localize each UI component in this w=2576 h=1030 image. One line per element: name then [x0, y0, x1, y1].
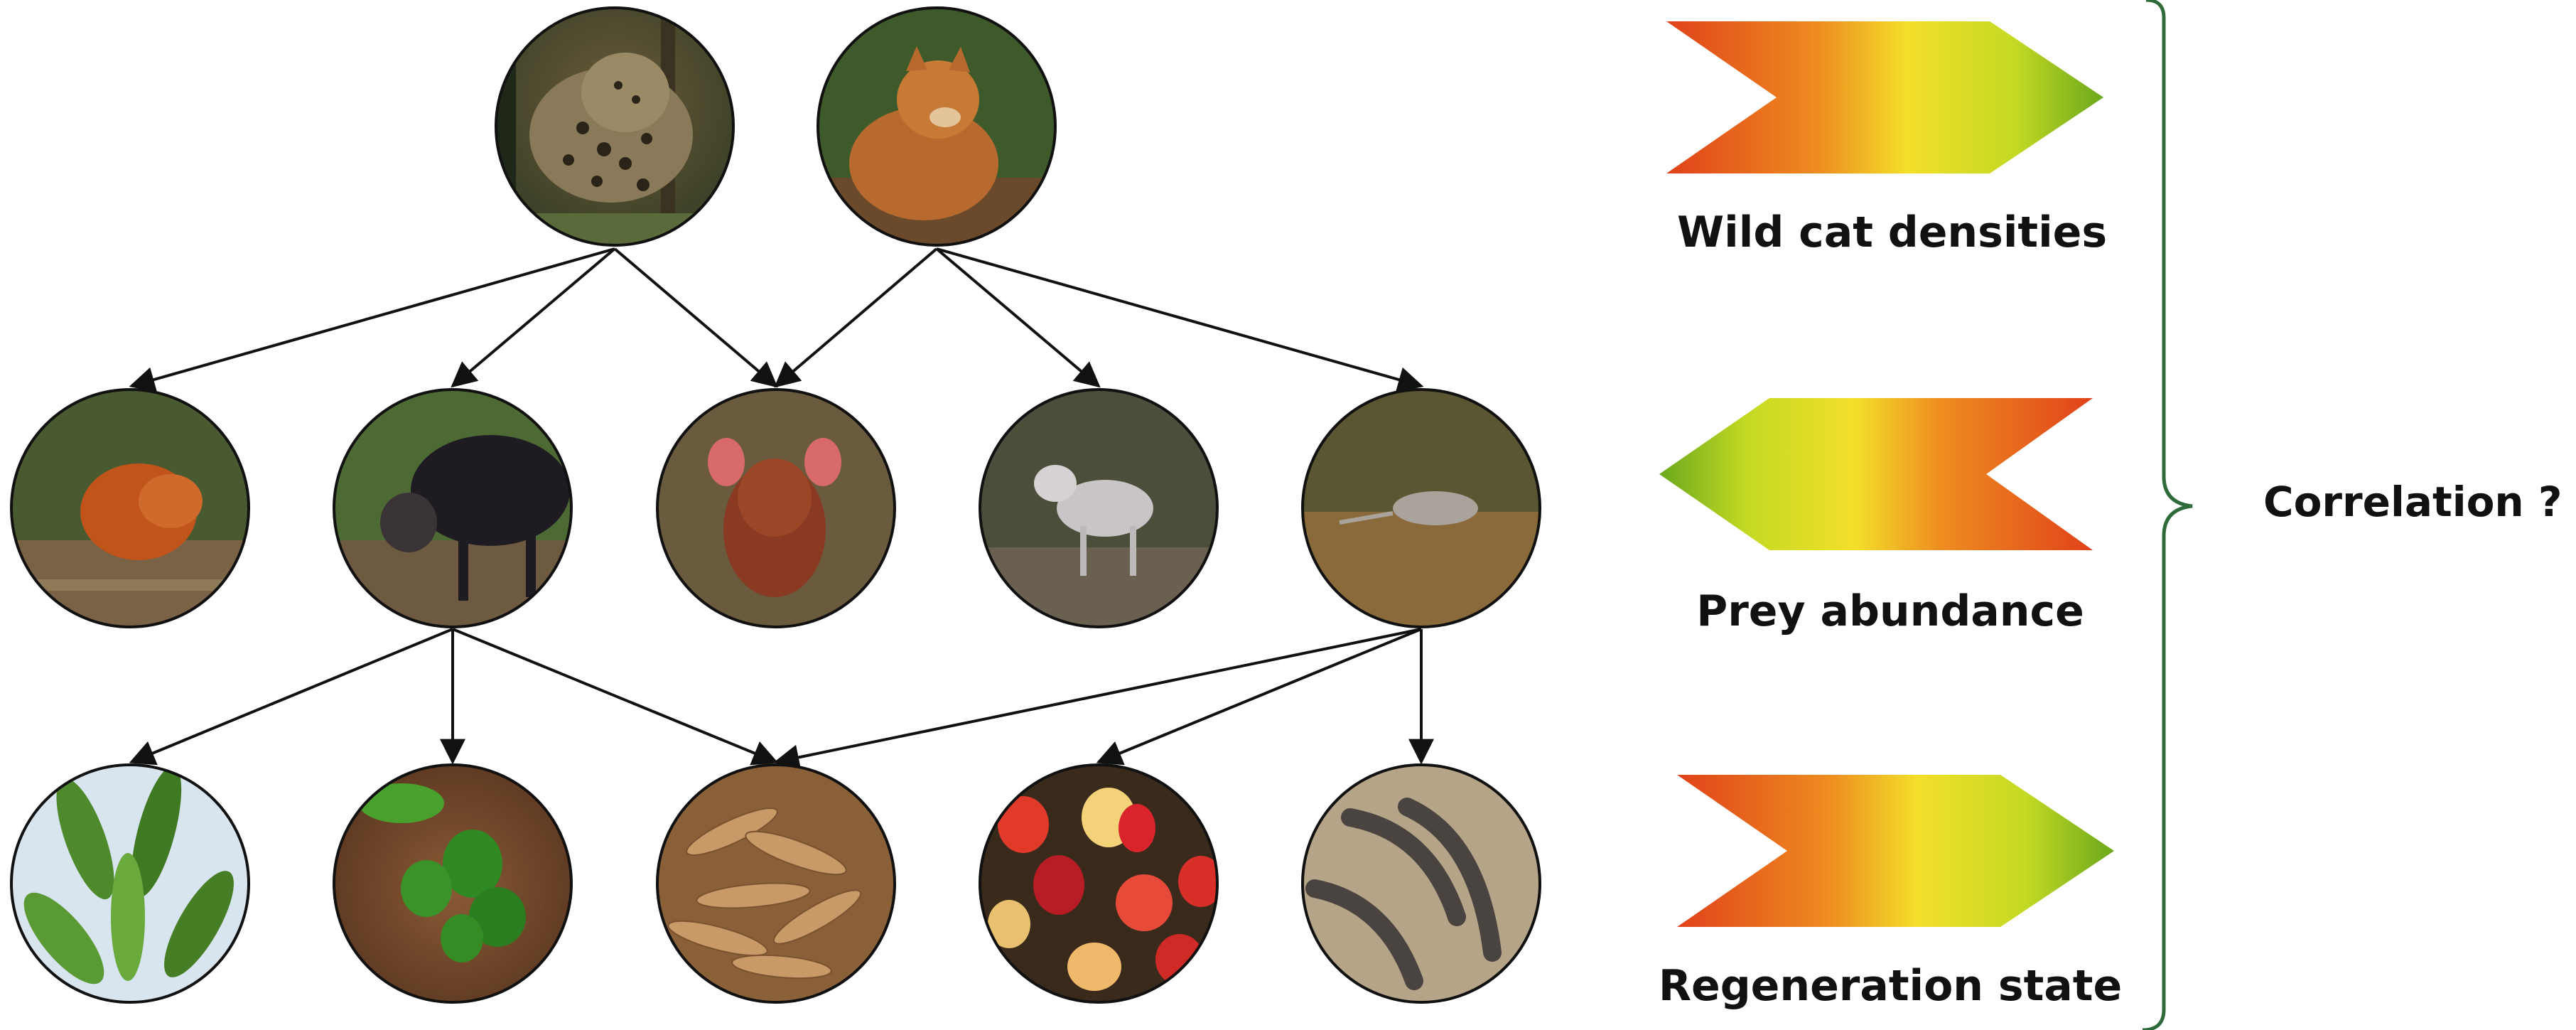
regeneration-trend-arrow — [1677, 775, 2114, 927]
arrow-goldencat-redduiker — [776, 249, 937, 386]
wild-cat-trend-arrow — [1666, 21, 2103, 173]
arrow-yellowduiker-sapling — [131, 629, 453, 762]
arrow-goldencat-blueduiker — [937, 249, 1099, 386]
arrow-porcupine-fruits — [1099, 629, 1421, 762]
arrow-leopard-redduiker — [615, 249, 776, 386]
wild-cat-densities-label: Wild cat densities — [1677, 208, 2089, 257]
node-red-duiker — [654, 387, 902, 636]
node-seedling — [330, 764, 579, 1013]
arrow-leopard-yellowduiker — [453, 249, 615, 386]
node-sapling-leaves — [7, 762, 256, 1013]
predator-prey-arrows — [131, 249, 1421, 386]
node-brush-tailed-porcupine — [1300, 387, 1549, 640]
arrow-goldencat-porcupine — [937, 249, 1421, 386]
node-blue-duiker — [977, 387, 1226, 640]
correlation-bracket — [2143, 0, 2192, 1030]
regeneration-state-label: Regeneration state — [1649, 961, 2132, 1011]
node-golden-cat — [814, 4, 1062, 256]
node-red-fruits — [977, 764, 1226, 1013]
prey-trend-arrow — [1659, 398, 2093, 550]
node-seed-pods — [654, 764, 902, 1013]
prey-seed-arrows — [131, 629, 1421, 762]
node-dark-pods — [1300, 764, 1549, 1013]
node-leopard — [490, 4, 739, 256]
arrow-yellowduiker-pods — [453, 629, 776, 762]
prey-abundance-label: Prey abundance — [1691, 586, 2089, 636]
arrow-leopard-hog — [131, 249, 615, 386]
correlation-label: Correlation ? — [2263, 478, 2562, 526]
node-red-river-hog — [7, 387, 256, 640]
arrow-porcupine-pods — [776, 629, 1421, 762]
node-yellow-backed-duiker — [330, 387, 579, 640]
